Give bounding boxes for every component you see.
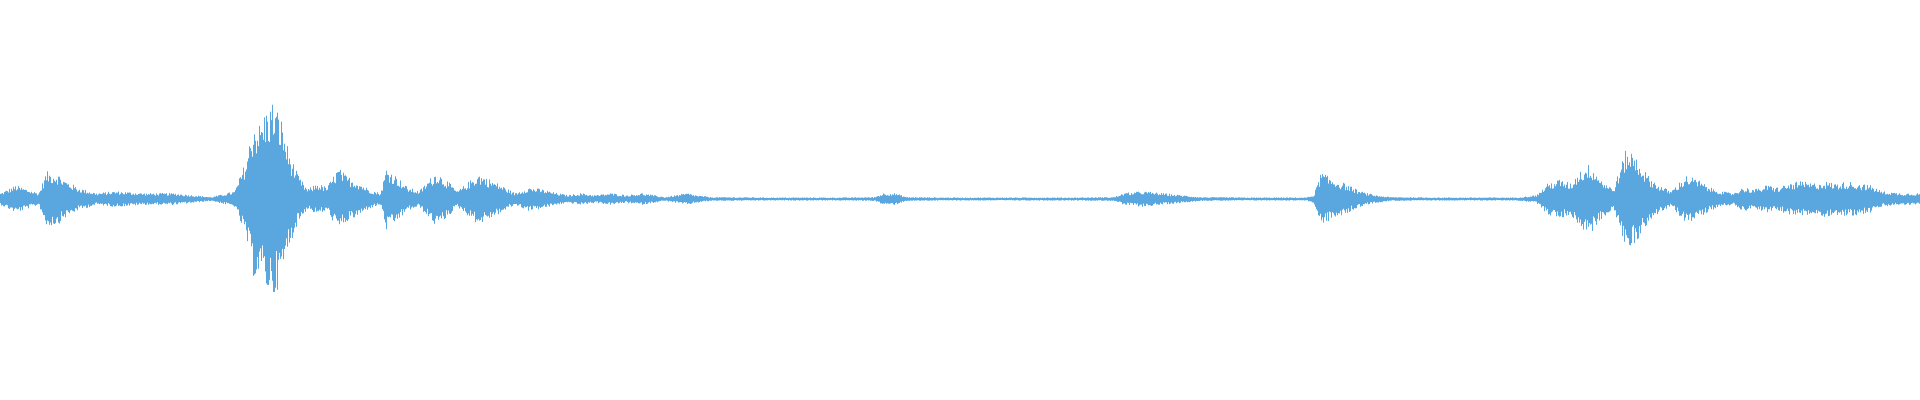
waveform-bars: [0, 104, 1920, 292]
